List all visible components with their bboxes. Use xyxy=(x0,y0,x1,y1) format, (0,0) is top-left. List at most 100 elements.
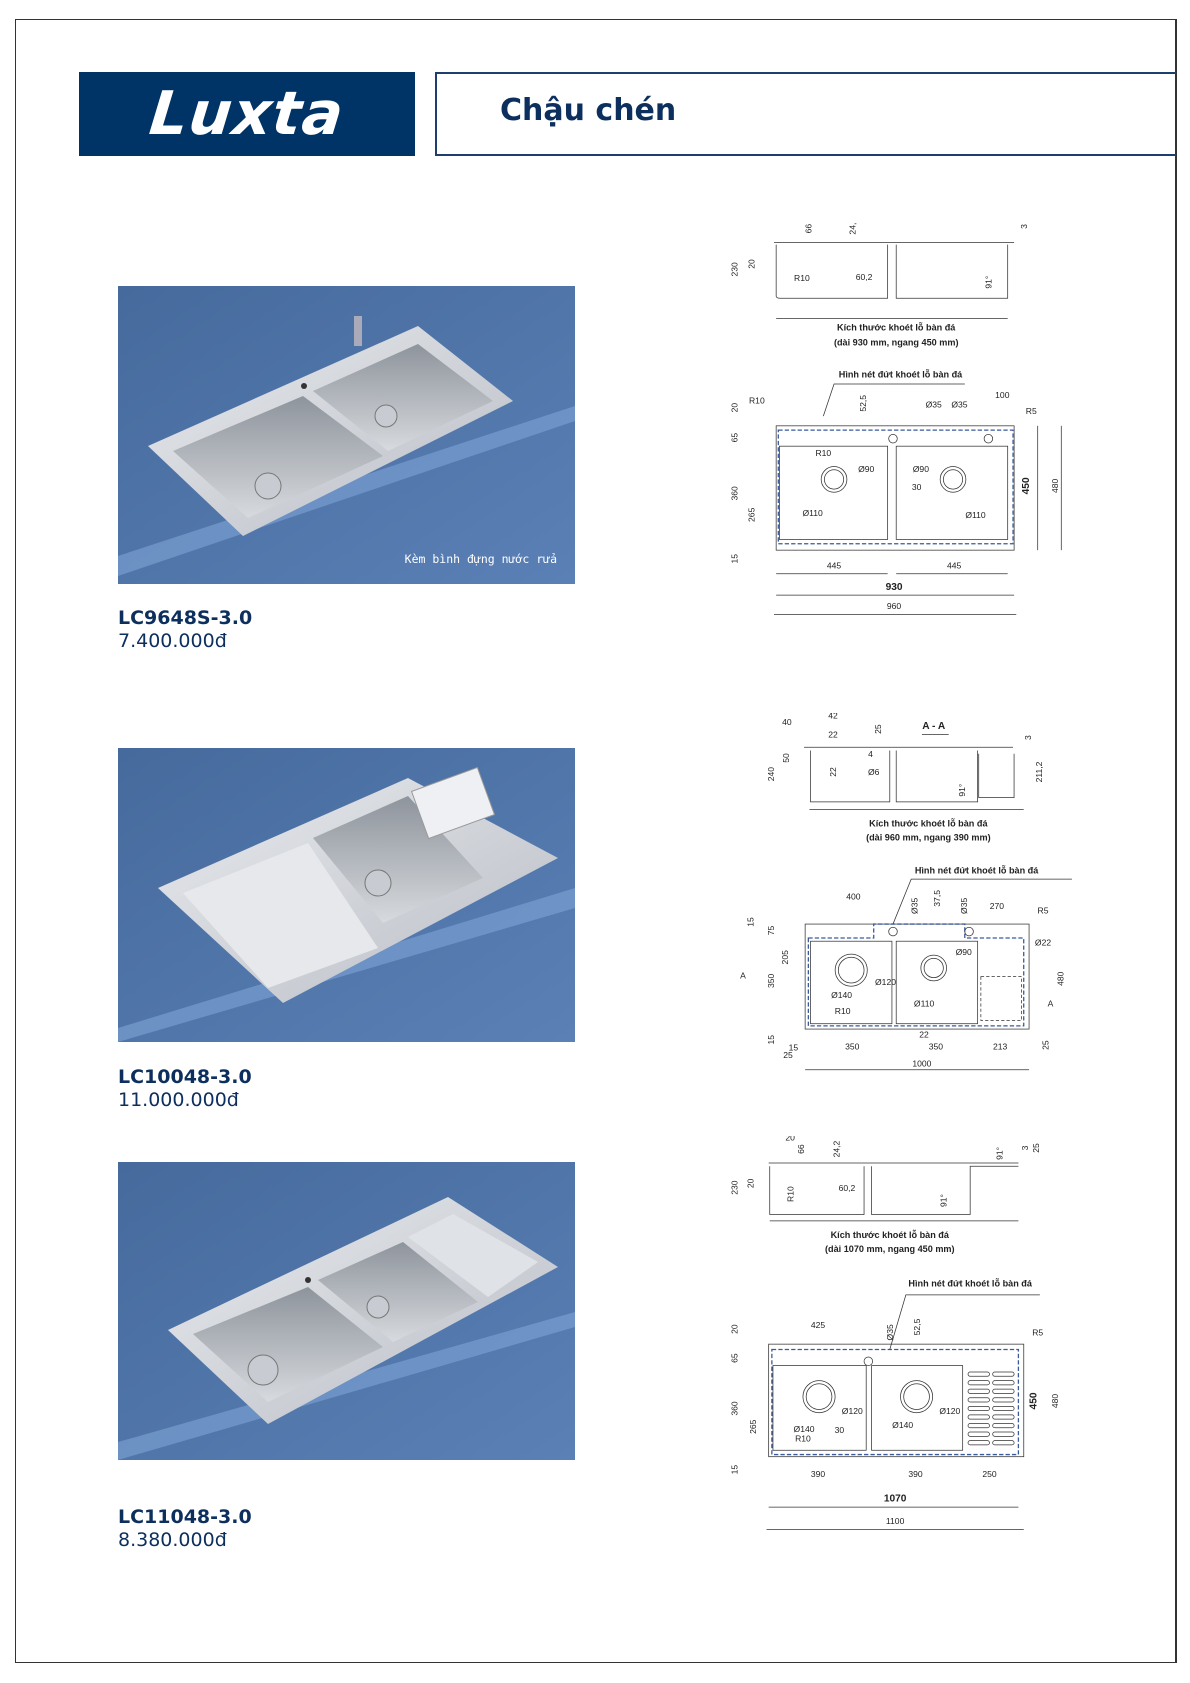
dimension-label: 24, xyxy=(847,223,857,235)
dimension-label: Ø35 xyxy=(885,1324,895,1340)
dimension-label: 25 xyxy=(873,724,883,734)
logo-text: Luxta xyxy=(146,79,348,149)
dimension-label: 20 xyxy=(730,1324,740,1334)
dimension-label: Ø22 xyxy=(1035,938,1051,948)
drainboard-slot xyxy=(967,1397,990,1403)
dimension-label: 360 xyxy=(730,1401,740,1416)
drainboard-slot xyxy=(992,1414,1015,1420)
drainboard-slot xyxy=(992,1440,1015,1446)
drainboard-slot xyxy=(992,1405,1015,1411)
drainboard-slot xyxy=(992,1380,1015,1386)
dimension-label: 265 xyxy=(747,507,757,522)
dimension-label: 15 xyxy=(789,1043,799,1053)
dimension-label: R5 xyxy=(1038,905,1049,915)
brand-logo: Luxta xyxy=(79,72,415,156)
cutout-dimensions-caption: (dài 960 mm, ngang 390 mm) xyxy=(866,833,991,843)
cutout-size-caption: Kích thước khoét lỗ bàn đá xyxy=(869,819,988,829)
dimension-label: R10 xyxy=(815,448,831,458)
dimension-label: R10 xyxy=(794,273,810,283)
dimension-label: 60,2 xyxy=(839,1183,856,1193)
dimension-label: 270 xyxy=(990,901,1005,911)
dimension-label: 450 xyxy=(1021,477,1032,494)
dimension-label: 60,2 xyxy=(856,272,873,282)
dimension-label: Ø35 xyxy=(959,898,969,914)
dimension-label: 400 xyxy=(846,891,861,901)
dimension-label: 445 xyxy=(947,560,962,570)
cutout-size-caption: Kích thước khoét lỗ bàn đá xyxy=(837,322,956,332)
page-frame xyxy=(15,19,1176,1663)
dimension-label: Ø35 xyxy=(951,400,967,410)
dimension-label: 66 xyxy=(804,224,814,234)
dimension-label: 1100 xyxy=(886,1516,905,1526)
dimension-label: R5 xyxy=(1032,1328,1043,1338)
dimension-label: 213 xyxy=(993,1041,1008,1051)
page-title-box: Chậu chén xyxy=(435,72,1176,156)
dimension-label: 930 xyxy=(886,582,903,593)
dimension-label: 960 xyxy=(887,601,902,611)
dimension-label: 91° xyxy=(994,1147,1004,1160)
dimension-label: Ø110 xyxy=(965,510,986,520)
dimension-label: 91° xyxy=(984,276,994,289)
dimension-label: 22 xyxy=(828,730,838,740)
drainboard-slot xyxy=(992,1431,1015,1437)
dimension-label: 66 xyxy=(796,1144,806,1154)
product-photo-lc11048 xyxy=(118,1162,575,1460)
dimension-label: Ø35 xyxy=(910,898,920,914)
dimension-label: 65 xyxy=(730,1353,740,1363)
dimension-label: 91° xyxy=(939,1194,949,1207)
dimension-label: 22 xyxy=(919,1030,929,1040)
dimension-label: Ø140 xyxy=(794,1424,815,1434)
dimension-label: 1000 xyxy=(912,1059,931,1069)
dimension-label: 15 xyxy=(730,1465,740,1475)
page-frame-right xyxy=(1175,19,1177,1663)
dimension-label: A xyxy=(740,971,746,981)
dimension-label: 445 xyxy=(827,560,842,570)
drainboard-slot xyxy=(992,1423,1015,1429)
dimension-label: 3 xyxy=(1023,735,1033,740)
drainboard-slot xyxy=(967,1440,990,1446)
dimension-label: 52,5 xyxy=(858,395,868,412)
dashed-cutout-caption: Hình nét đứt khoét lỗ bàn đá xyxy=(839,370,963,380)
product-name: LC10048-3.0 xyxy=(118,1066,252,1088)
dimension-label: R5 xyxy=(1026,406,1037,416)
product-price: 11.000.000đ xyxy=(118,1089,239,1111)
dimension-label: 100 xyxy=(995,390,1010,400)
dimension-label: 20 xyxy=(785,1136,795,1142)
photo-caption: Kèm bình đựng nước rửa xyxy=(404,552,557,566)
dimension-label: R10 xyxy=(749,395,765,405)
dimension-label: Ø6 xyxy=(868,767,880,777)
dimension-label: 42 xyxy=(828,713,838,720)
dimension-label: 1070 xyxy=(884,1494,907,1505)
dimension-label: Ø90 xyxy=(956,947,972,957)
dashed-cutout-caption: Hình nét đứt khoét lỗ bàn đá xyxy=(915,866,1039,876)
dimension-label: 205 xyxy=(780,950,790,965)
product-name: LC11048-3.0 xyxy=(118,1506,252,1528)
dimension-label: R10 xyxy=(785,1186,795,1202)
dimension-label: 3 xyxy=(1019,224,1029,229)
dimension-label: Ø140 xyxy=(892,1420,913,1430)
dimension-label: 37,5 xyxy=(932,890,942,907)
dimension-label: Ø90 xyxy=(913,464,929,474)
dimension-label: 265 xyxy=(748,1419,758,1434)
dimension-label: 20 xyxy=(730,403,740,413)
drainboard-slot xyxy=(992,1388,1015,1394)
dimension-label: 3 xyxy=(1020,1145,1030,1150)
product-name: LC9648S-3.0 xyxy=(118,607,253,629)
product-price: 8.380.000đ xyxy=(118,1529,227,1551)
drainboard-slot xyxy=(992,1397,1015,1403)
drainboard-slot xyxy=(967,1414,990,1420)
dimension-label: 65 xyxy=(730,433,740,443)
dimension-label: Ø110 xyxy=(802,508,823,518)
dimension-label: 211,2 xyxy=(1034,761,1044,782)
dimension-label: Ø120 xyxy=(939,1406,960,1416)
product-price: 7.400.000đ xyxy=(118,630,227,652)
product-photo-lc10048 xyxy=(118,748,575,1042)
drainboard-slot xyxy=(967,1371,990,1377)
drainboard-slot xyxy=(967,1405,990,1411)
dimension-label: Ø35 xyxy=(926,400,942,410)
drainboard-slot xyxy=(967,1423,990,1429)
drainboard-slot xyxy=(992,1371,1015,1377)
dimension-label: 30 xyxy=(835,1425,845,1435)
